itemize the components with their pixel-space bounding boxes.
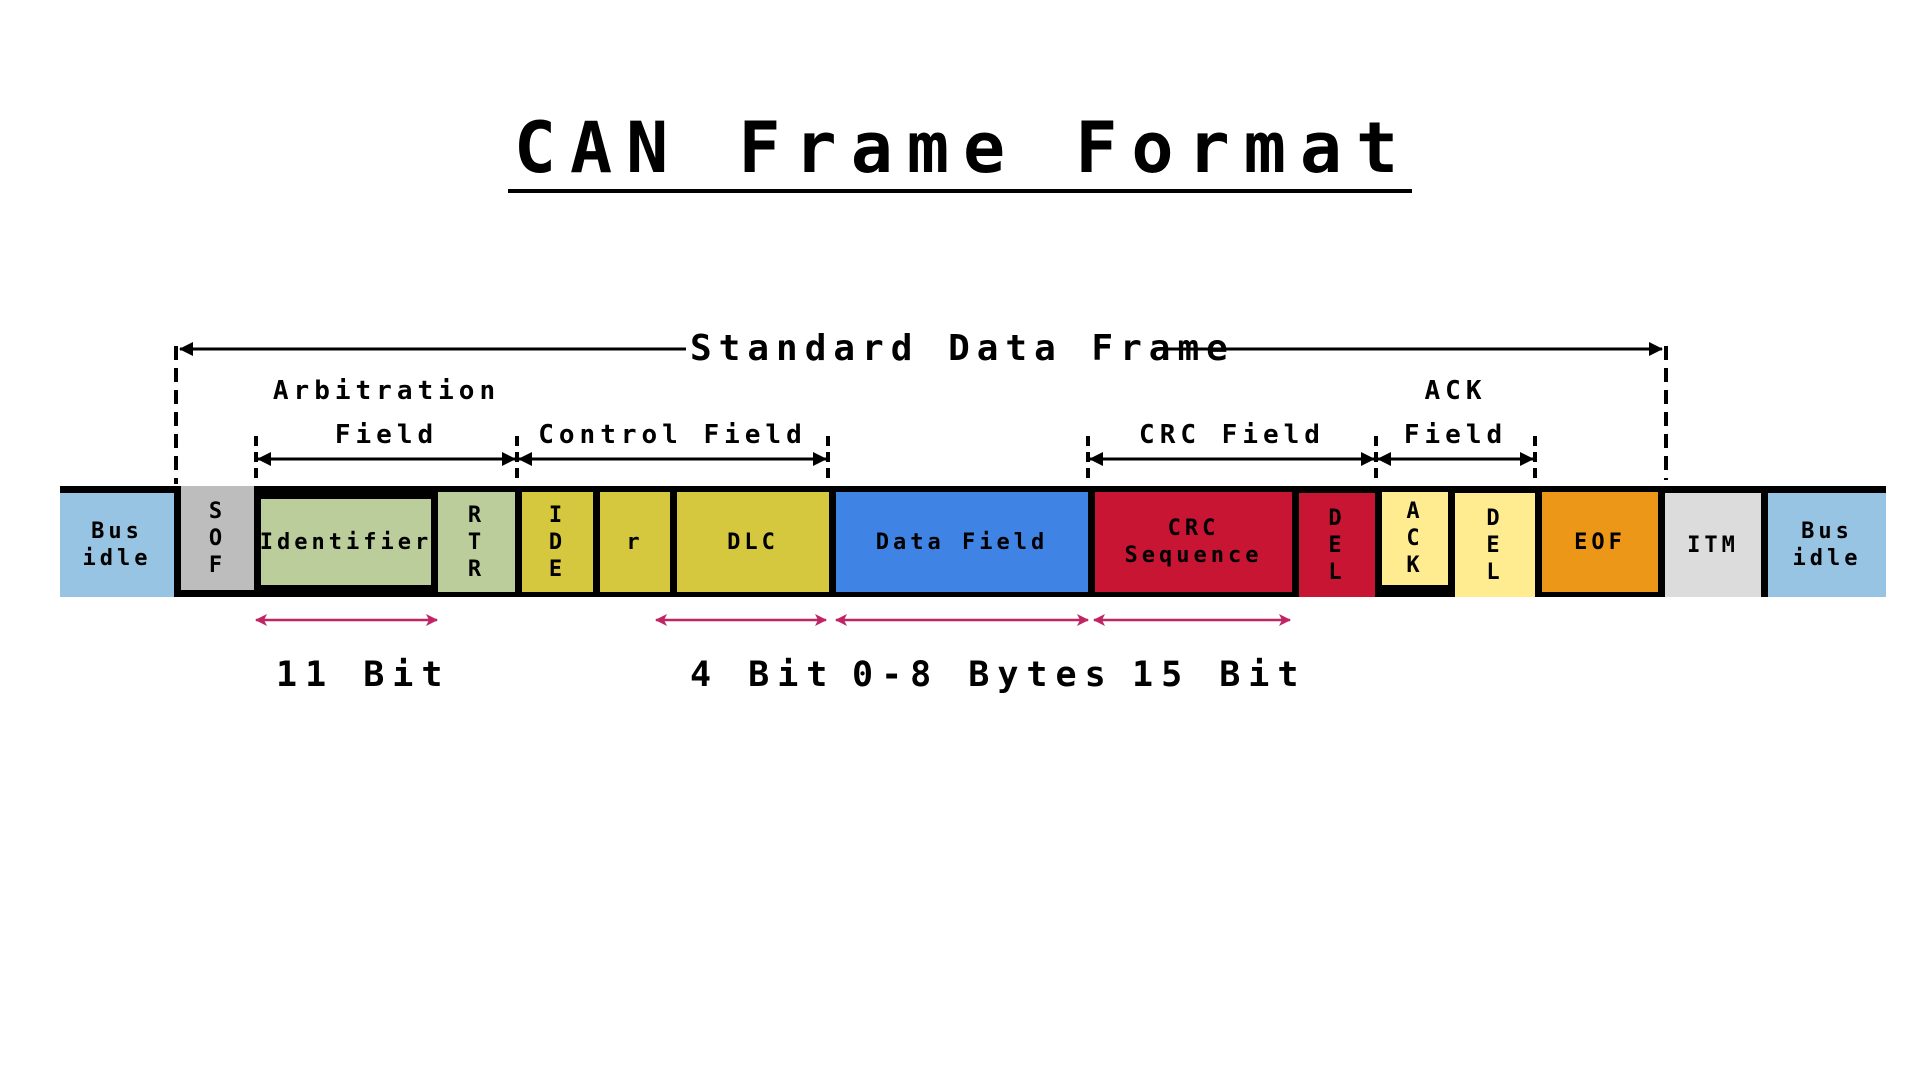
segment-text: L (1486, 559, 1504, 585)
segment-text: K (1406, 553, 1424, 578)
segment-text: r (626, 529, 644, 555)
segment-text: E (1328, 532, 1346, 558)
frame-bottom-line (174, 590, 1668, 597)
segment-text: F (208, 552, 227, 578)
title-text: CAN Frame Format (507, 107, 1413, 193)
segment-text: L (1328, 559, 1346, 585)
segment-text: E (1486, 532, 1504, 558)
segment-text: idle (82, 546, 152, 571)
control-field-label: Control Field (538, 420, 807, 450)
segment-itm: ITM (1665, 493, 1768, 597)
segment-eof: EOF (1535, 492, 1665, 592)
segment-text: T (467, 529, 486, 555)
crc-length-label: 15 Bit (1132, 655, 1307, 695)
segment-text: DLC (727, 529, 779, 555)
segment-text: Identifier (259, 529, 433, 555)
segment-text: R (467, 502, 486, 528)
crc-field-label: CRC Field (1139, 420, 1325, 450)
segment-r: r (593, 492, 670, 592)
segment-bus-idle-start: Bus idle (60, 493, 174, 597)
segment-text: R (467, 556, 486, 582)
segment-text: ITM (1687, 532, 1739, 558)
ack-field-label-line1: ACK (1424, 376, 1487, 406)
segment-text: Sequence (1124, 543, 1263, 568)
diagram-title: CAN Frame Format (0, 107, 1920, 193)
segment-text: CRC (1167, 516, 1220, 541)
segment-text: C (1406, 526, 1424, 551)
segment-text: Data Field (875, 529, 1049, 555)
segment-text: D (548, 529, 567, 555)
segment-text: I (548, 502, 567, 528)
arbitration-field-label-line1: Arbitration (272, 376, 501, 406)
segment-identifier: Identifier (254, 492, 438, 592)
standard-data-frame-label: Standard Data Frame (690, 328, 1235, 369)
segment-text: idle (1792, 546, 1862, 571)
segment-text: Bus (91, 519, 143, 544)
segment-crc-sequence: CRC Sequence (1088, 492, 1299, 592)
segment-ide: I D E (515, 492, 593, 592)
ack-field-label-line2: Field (1403, 420, 1508, 450)
bus-top-line (60, 486, 1886, 493)
segment-text: D (1486, 505, 1504, 531)
segment-crc-del: D E L (1299, 493, 1375, 597)
arbitration-field-label-line2: Field (334, 420, 439, 450)
segment-ack: A C K (1375, 492, 1455, 592)
segment-text: D (1328, 505, 1346, 531)
segment-text: Bus (1801, 519, 1853, 544)
segment-sof: S O F (174, 486, 254, 597)
dlc-length-label: 4 Bit (690, 655, 836, 695)
segment-text: S (208, 498, 227, 524)
segment-text: E (548, 556, 567, 582)
segment-text: A (1406, 499, 1424, 524)
identifier-length-label: 11 Bit (276, 655, 451, 695)
segment-text: O (208, 525, 227, 551)
segment-rtr: R T R (438, 492, 515, 592)
segment-ack-del: D E L (1455, 493, 1535, 597)
segment-dlc: DLC (670, 492, 829, 592)
data-length-label: 0-8 Bytes (852, 655, 1114, 695)
segment-data-field: Data Field (829, 492, 1088, 592)
segment-text: EOF (1574, 529, 1626, 555)
segment-bus-idle-end: Bus idle (1768, 493, 1886, 597)
